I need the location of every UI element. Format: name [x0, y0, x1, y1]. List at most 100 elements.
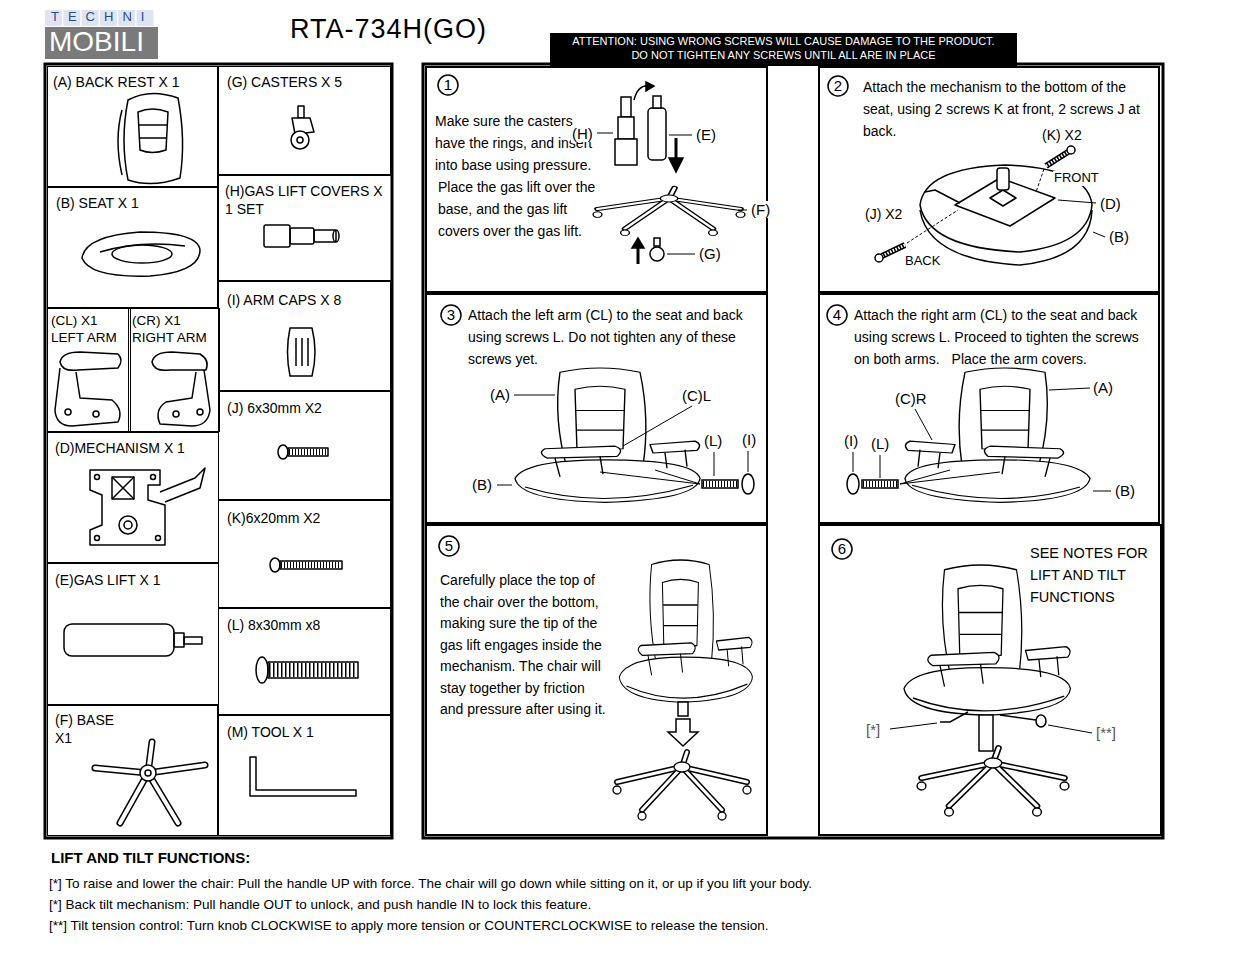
part-cell: (D)MECHANISM X 1 [47, 432, 219, 563]
part-label: (C)L [681, 387, 712, 404]
part-cell: (B) SEAT X 1 [47, 187, 218, 308]
leader-line [900, 470, 950, 484]
part-drawing [281, 562, 341, 568]
step-drawing [648, 108, 666, 160]
part-drawing [264, 225, 290, 247]
step-drawing [653, 96, 661, 108]
part-drawing [118, 110, 122, 175]
step-drawing [847, 474, 859, 494]
number-circle [828, 76, 848, 96]
part-drawing [90, 470, 165, 545]
step-drawing [1046, 152, 1068, 166]
part-drawing [112, 477, 134, 499]
leader-line [497, 395, 748, 485]
part-label: (B) [471, 476, 493, 493]
part-drawing [278, 445, 288, 459]
part-drawing [156, 536, 161, 541]
node-text: Attach the left arm (CL) to the seat and… [468, 304, 764, 370]
part-drawing [124, 93, 183, 183]
part-drawing [333, 230, 339, 242]
step-number: 3 [440, 304, 466, 329]
step-drawing [515, 368, 700, 502]
step-drawing [593, 82, 745, 264]
step-drawing [863, 481, 897, 487]
part-label: (H) [571, 125, 594, 142]
logo-text: MOBILI [48, 27, 145, 56]
part-drawing [64, 624, 174, 656]
part-label: (L) [870, 435, 890, 452]
node-text: (D)MECHANISM X 1 [55, 439, 215, 457]
node-text: (CL) X1 LEFT ARM [51, 312, 127, 346]
step-drawing [515, 368, 754, 502]
part-cell: (A) BACK REST X 1 [47, 66, 218, 187]
note-text: [**] Tilt tension control: Turn knob CLO… [48, 918, 770, 934]
warning-banner: ATTENTION: USING WRONG SCREWS WILL CAUSE… [550, 33, 1017, 66]
step-drawing [621, 97, 631, 117]
step-drawing [979, 715, 993, 751]
leader-line [667, 254, 695, 255]
step-drawing [1067, 146, 1075, 154]
leader-line [853, 388, 1111, 491]
logo-mark [45, 27, 158, 59]
leader-line [890, 723, 937, 729]
step-drawing [990, 190, 1016, 206]
part-cell: (G) CASTERS X 5 [218, 66, 391, 175]
number-circle [438, 75, 458, 95]
part-label: (C)R [894, 390, 928, 407]
part-drawing [250, 757, 356, 796]
step-number: 2 [827, 75, 853, 100]
title: RTA-734H(GO) [290, 13, 487, 45]
part-cell: (CL) X1 LEFT ARM [47, 308, 131, 432]
node-text: (A) BACK REST X 1 [53, 73, 213, 91]
leader-line [497, 485, 512, 486]
part-drawing [139, 125, 167, 138]
node-text: (I) ARM CAPS X 8 [227, 291, 387, 309]
leader-line [900, 472, 1000, 484]
step-drawing [847, 368, 1090, 502]
part-cell: (H)GAS LIFT COVERS X 1 SET [218, 175, 392, 281]
leader-line [907, 169, 1105, 243]
step-panel: Attach the mechanism to the bottom of th… [818, 66, 1160, 293]
step-drawing [1036, 715, 1046, 727]
logo-mark [45, 10, 158, 59]
step-number: 5 [438, 535, 464, 560]
leader-line [1049, 388, 1090, 390]
part-drawing [95, 475, 100, 480]
part-label: (B) [1114, 482, 1136, 499]
part-drawing [289, 449, 327, 455]
part-label: (E) [695, 126, 717, 143]
node-text: (L) 8x30mm x8 [227, 616, 387, 634]
leader-line [738, 210, 747, 211]
note-text: LIFT AND TILT FUNCTIONS: [50, 849, 251, 866]
part-drawing [55, 368, 120, 426]
part-drawing [290, 228, 314, 244]
part-drawing [152, 352, 207, 370]
leader-line [597, 133, 613, 134]
leader-line [880, 455, 881, 478]
part-drawing [288, 328, 316, 376]
step-number: 1 [437, 74, 463, 99]
step-drawing [615, 139, 637, 165]
panel-frame [45, 64, 1163, 838]
number-circle [827, 305, 847, 325]
step-drawing [678, 702, 688, 716]
step-number: 6 [831, 538, 857, 563]
part-cell: (I) ARM CAPS X 8 [218, 281, 391, 391]
part-drawing [291, 131, 309, 149]
leader-line [597, 133, 747, 254]
part-drawing [270, 558, 280, 572]
node-text: (B) SEAT X 1 [56, 194, 214, 212]
part-drawing [60, 352, 121, 370]
leader-line [907, 210, 958, 243]
step-drawing [917, 748, 1069, 816]
base-drawing [95, 742, 205, 823]
part-drawing [280, 561, 342, 569]
step-number-text: 1 [437, 75, 459, 95]
leader-line [669, 135, 692, 136]
part-label: BACK [904, 254, 941, 269]
part-drawing [269, 663, 357, 677]
step-drawing [650, 247, 664, 261]
node-text: (G) CASTERS X 5 [227, 73, 387, 91]
node-text: (M) TOOL X 1 [227, 723, 387, 741]
step-drawing [637, 247, 640, 264]
